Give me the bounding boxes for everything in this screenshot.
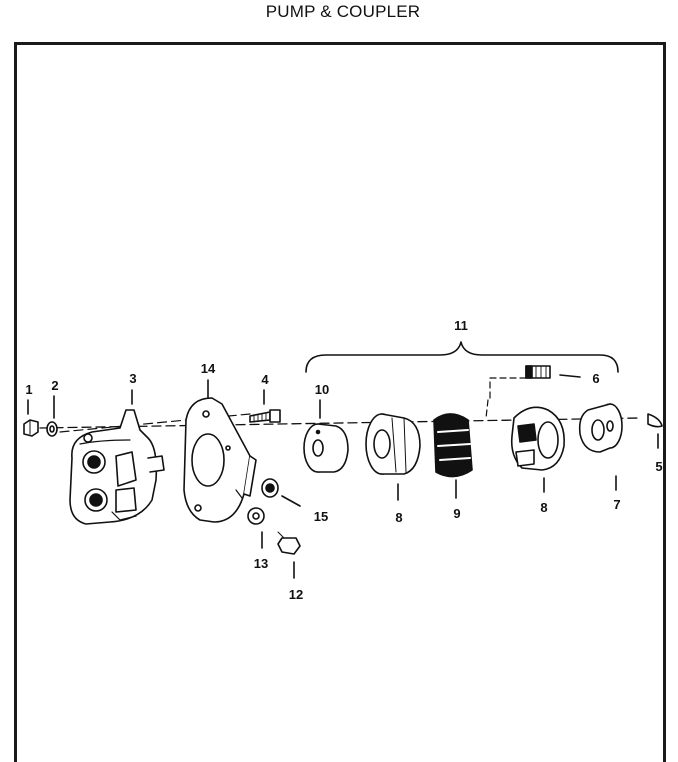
callout-1: 1: [25, 382, 32, 397]
callout-8-right: 8: [540, 500, 547, 515]
callout-6: 6: [592, 371, 599, 386]
part-12-bolt: [277, 531, 301, 555]
callout-9: 9: [453, 506, 460, 521]
callout-12: 12: [289, 587, 303, 602]
part-9-spider-insert: [433, 413, 473, 478]
callout-3: 3: [129, 371, 136, 386]
page-title: PUMP & COUPLER: [265, 2, 421, 21]
coupler-assembly-bracket: [305, 341, 619, 373]
part-1-nut: [23, 419, 39, 437]
assembly-axis-line: [39, 417, 641, 429]
part-2-washer: [46, 421, 58, 437]
callout-14: 14: [201, 361, 216, 376]
part-14-mounting-plate: [183, 397, 257, 523]
part-4-screw: [249, 409, 281, 423]
part-13-washer: [247, 507, 265, 525]
callout-5: 5: [655, 459, 662, 474]
diagram-frame: [14, 42, 666, 762]
callout-15: 15: [314, 509, 328, 524]
leader-lines: [27, 374, 659, 579]
part-10-hub: [303, 423, 349, 473]
part-8-jaw-right: [510, 406, 565, 471]
callout-10: 10: [315, 382, 329, 397]
part-8-jaw-left: [365, 413, 421, 475]
callout-2: 2: [51, 378, 58, 393]
part-6-set-screw: [485, 365, 551, 419]
callout-13: 13: [254, 556, 268, 571]
callout-7: 7: [613, 497, 620, 512]
part-7-hub: [578, 403, 623, 453]
part-15-washer: [261, 478, 279, 498]
part-3-pump-body: [69, 409, 165, 525]
part-5-key: [647, 413, 663, 428]
callout-11: 11: [454, 318, 468, 333]
callout-8-left: 8: [395, 510, 402, 525]
callout-4: 4: [261, 372, 269, 387]
